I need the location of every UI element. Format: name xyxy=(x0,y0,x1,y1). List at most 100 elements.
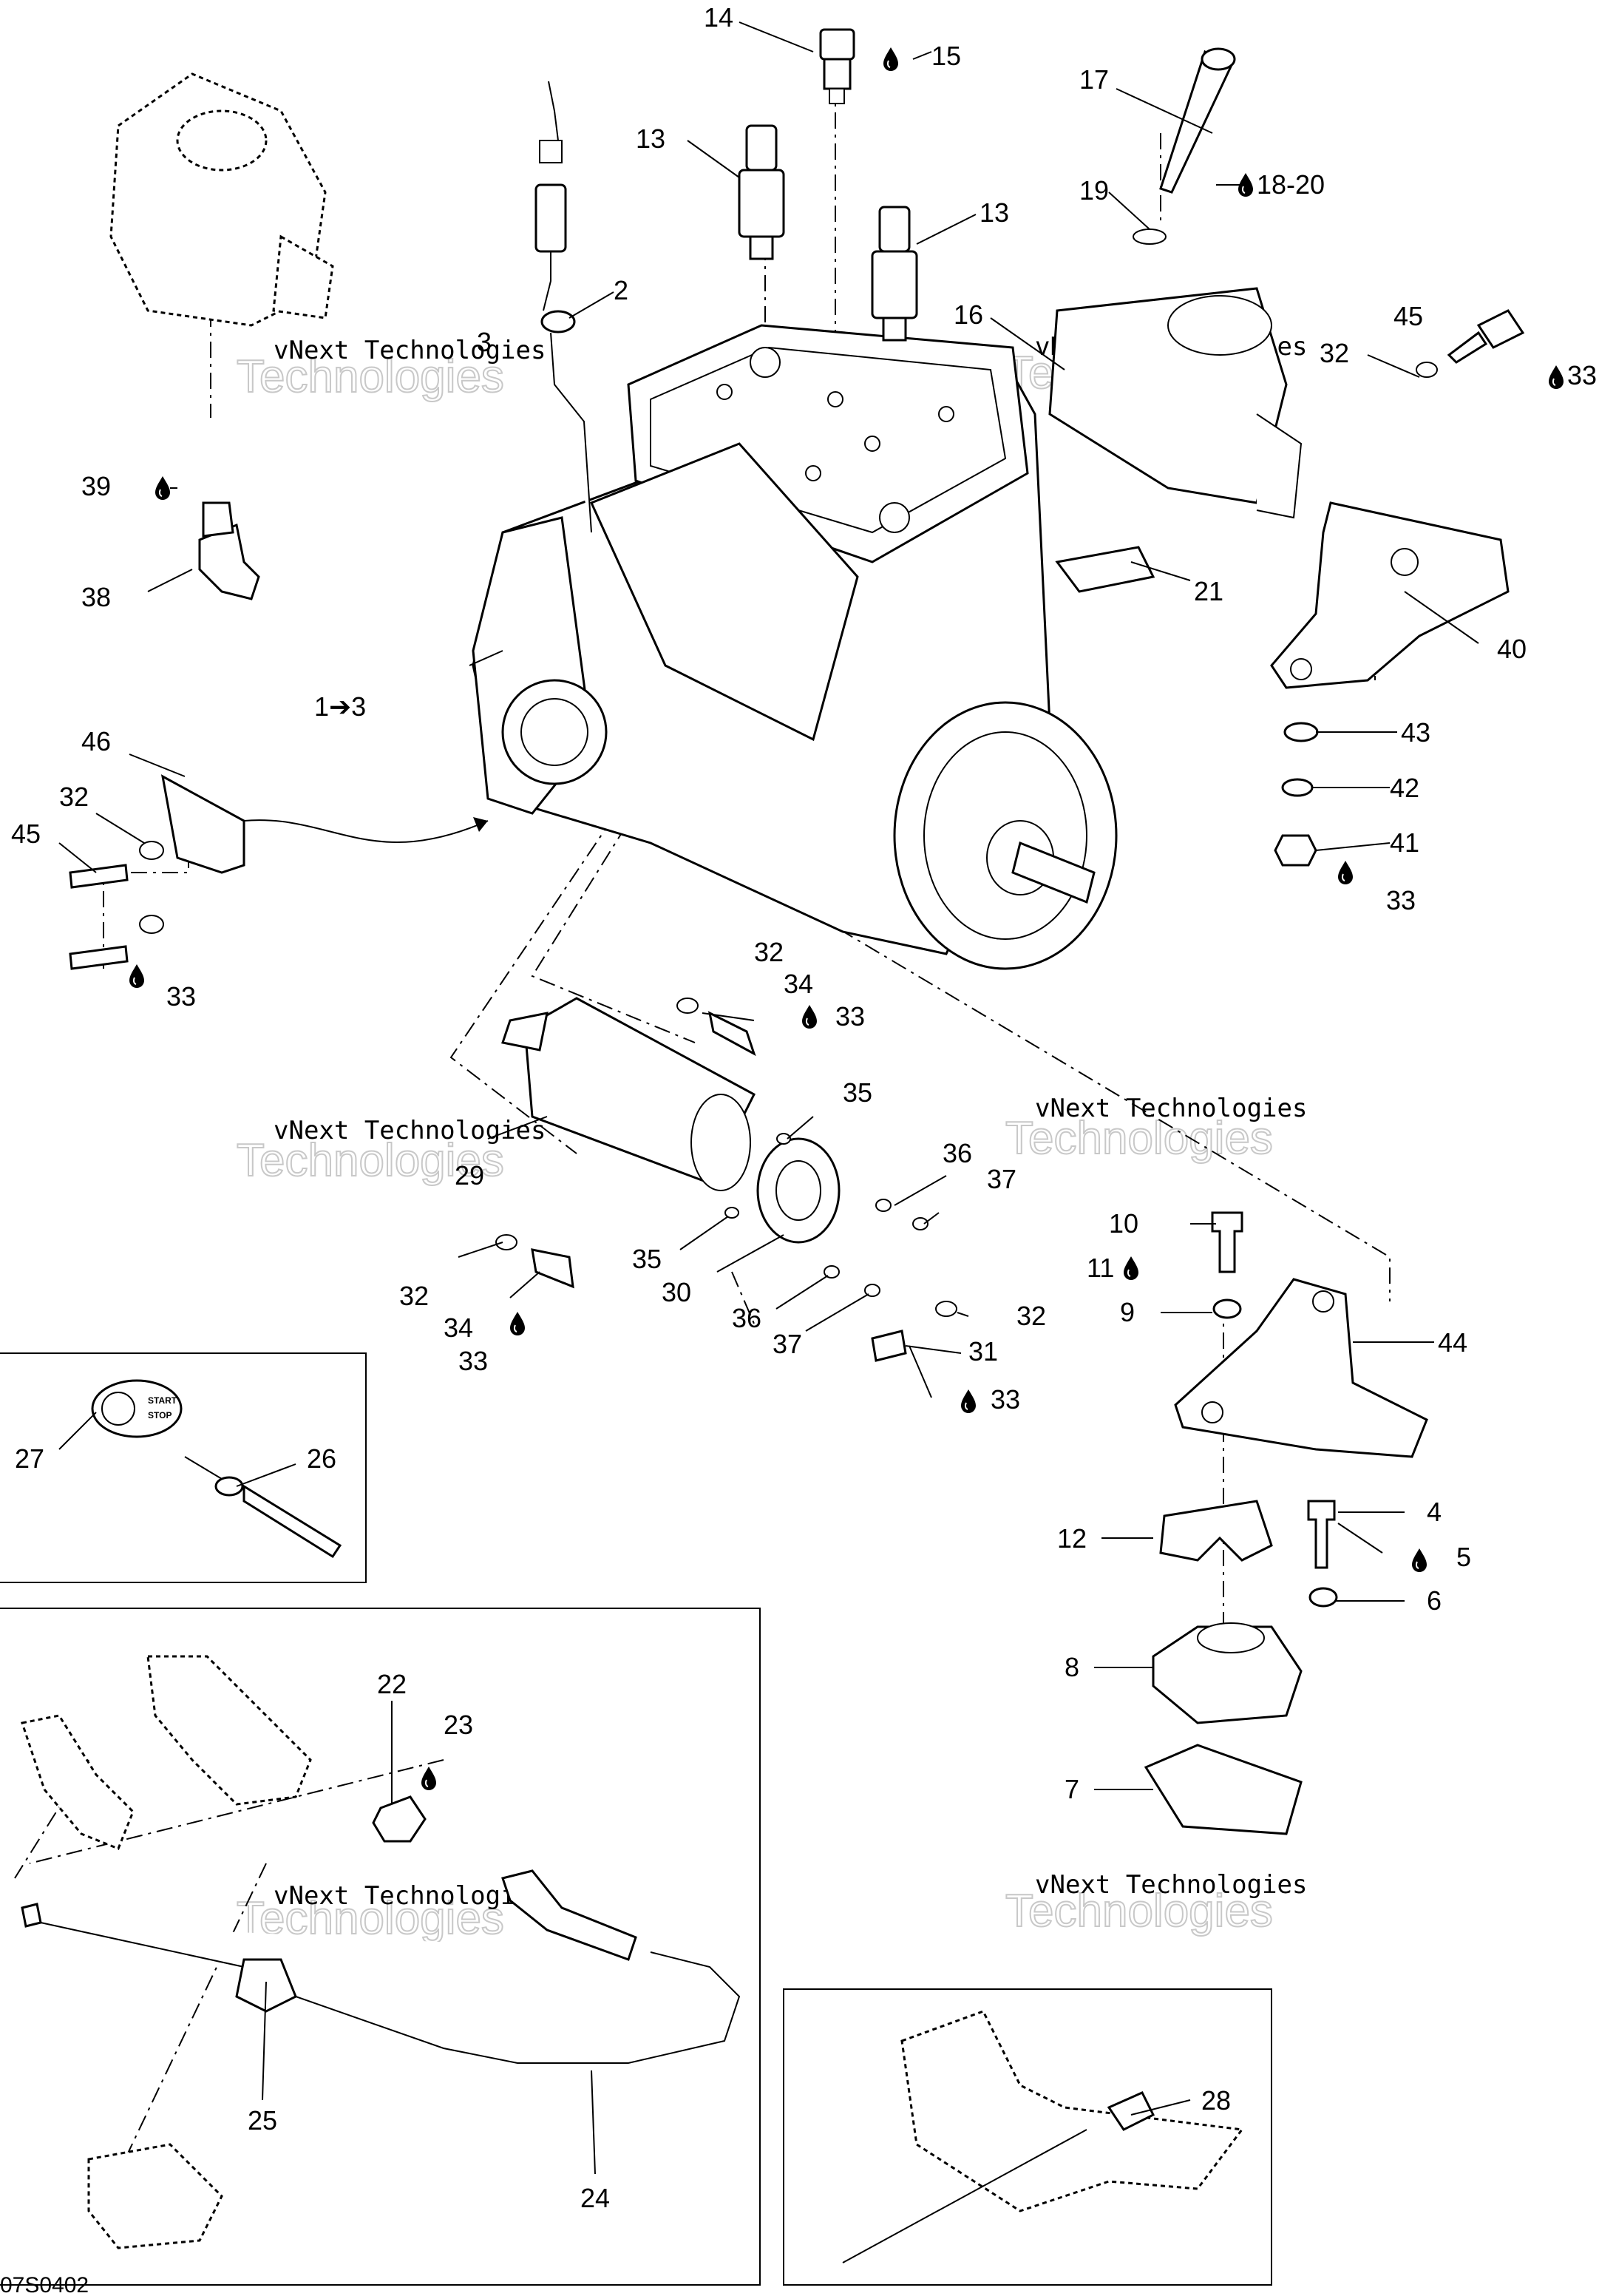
callout-42: 42 xyxy=(1390,773,1419,803)
shim-plate xyxy=(1159,1500,1273,1562)
fitting xyxy=(819,28,855,104)
watermark-text: vNext Technologies xyxy=(274,336,546,365)
watermark-text: vNext Technologies xyxy=(1035,1094,1307,1123)
drop-icon xyxy=(883,47,899,72)
drop-icon xyxy=(1411,1548,1427,1573)
starter-flange xyxy=(756,1137,841,1244)
callout-35: 35 xyxy=(632,1244,662,1274)
callout-27: 27 xyxy=(15,1443,44,1474)
washer xyxy=(1308,1587,1338,1608)
watermark-text: Technologies xyxy=(237,351,504,402)
washer xyxy=(875,1199,892,1212)
callout-16: 16 xyxy=(954,299,983,330)
drop-icon xyxy=(1548,365,1564,390)
callout-21: 21 xyxy=(1194,576,1223,606)
callout-7: 7 xyxy=(1065,1774,1079,1804)
throttle-cable-inset xyxy=(0,1608,761,2286)
washer xyxy=(724,1207,739,1219)
engine-mount-bracket xyxy=(1174,1278,1428,1458)
nut xyxy=(912,1217,928,1230)
callout-33: 33 xyxy=(991,1384,1020,1415)
callout-28: 28 xyxy=(1201,2085,1231,2116)
start-label: START xyxy=(148,1395,177,1406)
callout-37: 37 xyxy=(987,1164,1016,1194)
mount-plate xyxy=(1144,1744,1303,1835)
callout-36: 36 xyxy=(943,1138,972,1168)
watermark-text: Technologies xyxy=(237,1135,504,1186)
callout-17: 17 xyxy=(1079,64,1109,95)
callout-33: 33 xyxy=(835,1001,865,1032)
callout-40: 40 xyxy=(1497,634,1527,664)
callout-34: 34 xyxy=(784,969,813,999)
drop-icon xyxy=(1238,172,1254,197)
drop-icon xyxy=(129,964,145,989)
throttle-body xyxy=(1048,287,1303,519)
washer xyxy=(139,915,164,934)
leader-lines xyxy=(58,21,1479,2175)
watermark-text: Technologies xyxy=(1005,1886,1273,1937)
exhaust-manifold xyxy=(109,72,334,327)
callout-45: 45 xyxy=(1393,301,1423,331)
callout-13: 13 xyxy=(636,123,665,154)
callout-33: 33 xyxy=(166,981,196,1012)
callout-44: 44 xyxy=(1438,1327,1467,1358)
washer xyxy=(495,1234,517,1250)
callout-38: 38 xyxy=(81,582,111,612)
callout-36: 36 xyxy=(732,1303,761,1333)
callout-13: 13 xyxy=(980,197,1009,228)
callout-35: 35 xyxy=(843,1077,872,1108)
long-bolt xyxy=(1159,47,1236,194)
callout-32: 32 xyxy=(59,782,89,812)
callout-10: 10 xyxy=(1109,1208,1138,1239)
callout-32: 32 xyxy=(1320,338,1349,368)
callout-11: 11 xyxy=(1087,1253,1114,1283)
bolt xyxy=(1447,309,1525,364)
washer xyxy=(676,998,699,1014)
gasket xyxy=(1055,546,1155,593)
callout-6: 6 xyxy=(1427,1585,1442,1616)
bolt xyxy=(1211,1211,1243,1273)
bolt xyxy=(69,864,129,889)
starter-motor xyxy=(501,997,756,1191)
bolt xyxy=(531,1248,574,1289)
callout-43: 43 xyxy=(1401,717,1430,748)
nut xyxy=(1274,834,1317,867)
callout-18-20: 18-20 xyxy=(1257,169,1325,200)
sensor-assembly xyxy=(534,81,592,533)
callout-46: 46 xyxy=(81,726,111,756)
callout-29: 29 xyxy=(455,1160,484,1191)
washer xyxy=(824,1265,840,1279)
washer xyxy=(1416,362,1438,378)
callout-37: 37 xyxy=(773,1329,802,1359)
callout-15: 15 xyxy=(931,41,961,71)
callout-41: 41 xyxy=(1390,827,1419,858)
callout-3: 3 xyxy=(477,327,492,357)
washer xyxy=(139,841,164,860)
callout-12: 12 xyxy=(1057,1523,1087,1554)
callout-14: 14 xyxy=(704,2,733,33)
callout-24: 24 xyxy=(580,2183,610,2213)
start-switch-cable xyxy=(184,1456,342,1559)
start-button-inset: START STOP xyxy=(0,1352,367,1583)
watermark-text: vNext Technologies xyxy=(1035,1870,1307,1900)
drop-icon xyxy=(1123,1256,1139,1281)
support-bracket xyxy=(160,774,245,874)
washer xyxy=(1212,1298,1242,1319)
washer xyxy=(935,1301,957,1317)
engine-bracket xyxy=(1270,501,1510,689)
callout-32: 32 xyxy=(1016,1301,1046,1331)
callout-19: 19 xyxy=(1079,175,1109,206)
rubber-mount xyxy=(1152,1622,1303,1724)
drop-icon xyxy=(1337,860,1354,885)
bolt xyxy=(871,1330,907,1362)
nut xyxy=(864,1284,880,1297)
washer xyxy=(1133,228,1167,245)
spark-plug-left xyxy=(738,124,785,260)
start-stop-button: START STOP xyxy=(91,1379,183,1438)
callout-45: 45 xyxy=(11,819,41,849)
callout-23: 23 xyxy=(444,1710,473,1740)
callout-34: 34 xyxy=(444,1313,473,1343)
callout-4: 4 xyxy=(1427,1497,1442,1527)
